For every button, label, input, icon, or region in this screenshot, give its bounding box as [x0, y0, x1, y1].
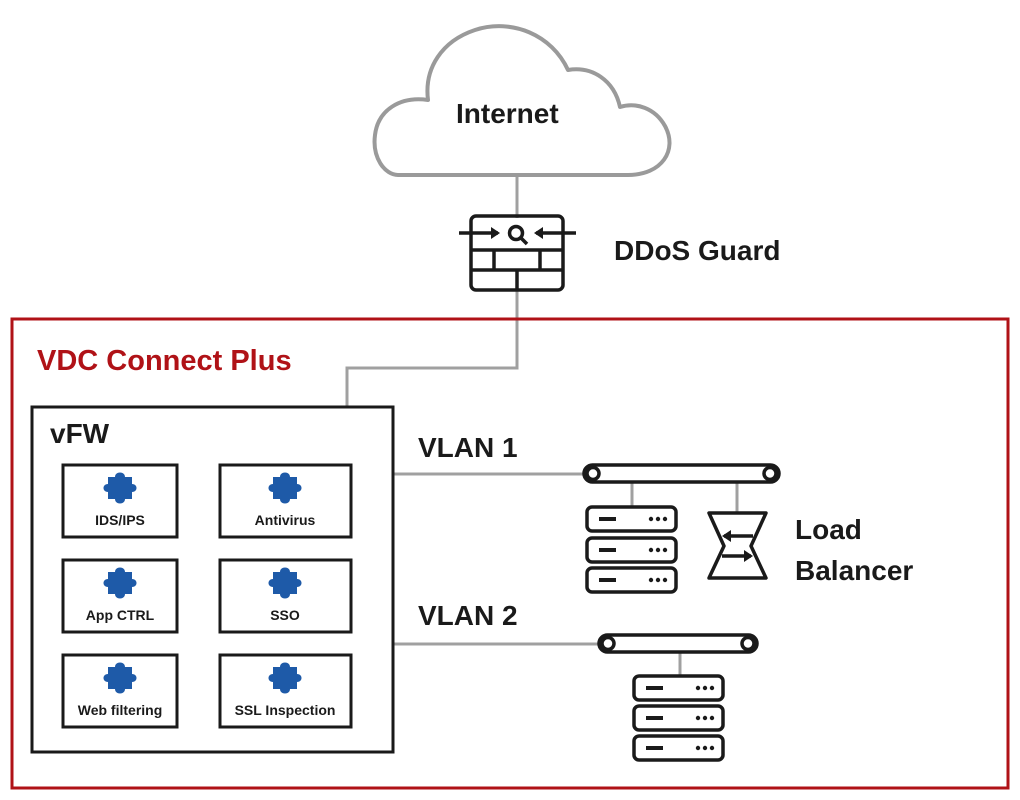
vlan2-label: VLAN 2 [418, 600, 518, 631]
puzzle-icon [268, 567, 302, 599]
vlan1-label: VLAN 1 [418, 432, 518, 463]
module-box-ssl-inspection [218, 653, 353, 729]
puzzle-icon [268, 472, 302, 504]
vlan2-bus-icon [597, 633, 759, 654]
load-balancer-icon [707, 511, 768, 580]
module-label-app-ctrl: App CTRL [85, 607, 155, 623]
vdc-frame [10, 317, 1010, 790]
vdc-title: VDC Connect Plus [37, 345, 292, 377]
module-box-app-ctrl [61, 558, 179, 634]
internet-label: Internet [456, 98, 559, 129]
vlan2-server-stack-icon [632, 674, 725, 762]
load-balancer-label-line2: Balancer [795, 555, 914, 586]
module-box-antivirus [218, 463, 353, 539]
vlan1-bus-icon [582, 463, 781, 484]
vfw-title: vFW [50, 418, 110, 449]
ddos-firewall-icon [459, 214, 576, 292]
module-box-web-filtering [61, 653, 179, 729]
ddos-to-vfw-line [345, 290, 519, 406]
puzzle-icon [103, 472, 137, 504]
internet-cloud-icon [372, 24, 672, 177]
vlan1-server-stack-icon [585, 505, 678, 594]
puzzle-icon [103, 567, 137, 599]
ddos-guard-label: DDoS Guard [614, 235, 781, 266]
module-label-ssl-inspection: SSL Inspection [234, 702, 336, 718]
puzzle-icon [103, 662, 137, 694]
module-box-ids-ips [61, 463, 179, 539]
module-label-ids-ips: IDS/IPS [95, 512, 145, 528]
module-label-antivirus: Antivirus [254, 512, 316, 528]
module-label-web-filtering: Web filtering [77, 702, 163, 718]
module-label-sso: SSO [270, 607, 300, 623]
puzzle-icon [268, 662, 302, 694]
module-box-sso [218, 558, 353, 634]
load-balancer-label-line1: Load [795, 514, 862, 545]
connection-lines [345, 175, 739, 675]
